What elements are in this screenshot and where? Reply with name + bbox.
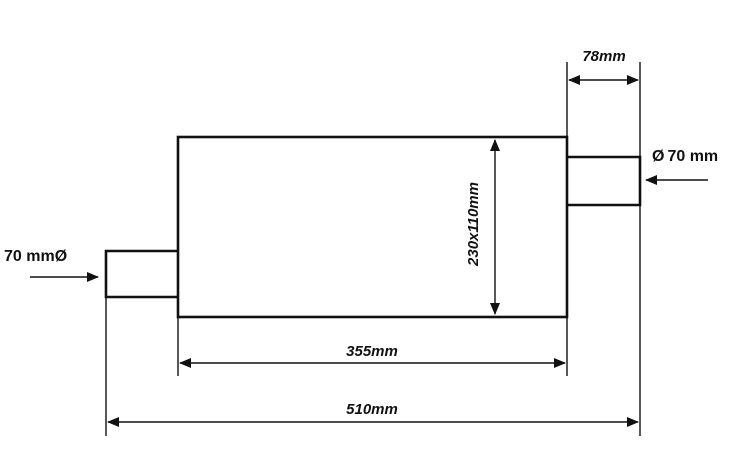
inlet-diameter-label: 70 mmØ: [4, 248, 67, 265]
diameter-symbol-icon: Ø: [55, 248, 67, 265]
outlet-length-label: 78mm: [582, 48, 625, 65]
inlet-diameter-value: 70 mm: [4, 248, 55, 265]
overall-length-label: 510mm: [346, 401, 398, 418]
cross-section-label: 230x110mm: [465, 182, 482, 267]
diameter-symbol-icon: Ø: [652, 148, 664, 165]
inlet-pipe: [104, 249, 178, 299]
body-length-label: 355mm: [346, 343, 398, 360]
outlet-diameter-value: 70 mm: [667, 148, 718, 165]
muffler-body: [176, 135, 569, 319]
outlet-pipe: [567, 155, 642, 207]
